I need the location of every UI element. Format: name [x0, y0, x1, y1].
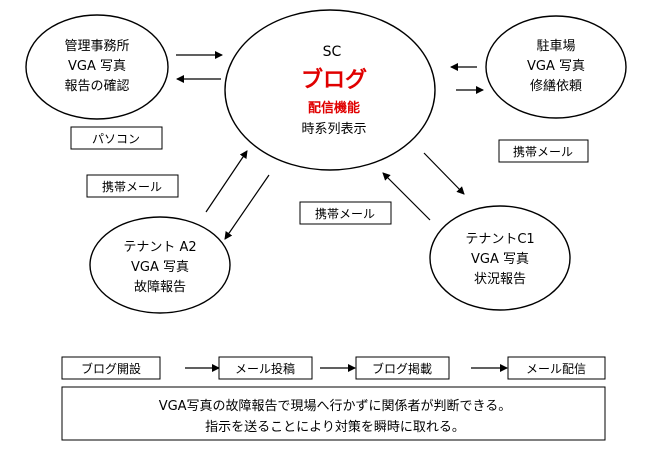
management-line-3: 報告の確認	[64, 78, 129, 94]
parking-line-1: 駐車場	[536, 39, 575, 54]
tenant-c1-ellipse	[429, 205, 571, 311]
arrow-sc-to-a2	[224, 174, 270, 240]
pc-label: パソコン	[92, 132, 140, 146]
arrow-sc-to-c1	[423, 152, 465, 195]
tenant-a2-ellipse	[89, 216, 231, 314]
flow-step-4: メール配信	[526, 362, 586, 376]
mobile-mail-left-label: 携帯メール	[102, 179, 162, 194]
parking-ellipse	[485, 15, 627, 119]
sc-blog-ellipse	[224, 9, 436, 171]
mobile-mail-center-label: 携帯メール	[315, 206, 375, 221]
management-line-2: VGA 写真	[68, 59, 126, 74]
flow-step-1: ブログ開設	[81, 361, 141, 376]
summary-line-1: VGA写真の故障報告で現場へ行かずに関係者が判断できる。	[159, 399, 512, 414]
mobile-mail-right-label: 携帯メール	[513, 144, 573, 159]
arrow-c1-to-sc	[382, 172, 431, 221]
tenant-c1-line-1: テナントC1	[465, 232, 534, 247]
flow-step-4-box	[507, 356, 606, 380]
flow-step-2-box	[218, 356, 313, 380]
parking-line-2: VGA 写真	[527, 59, 585, 74]
summary-box	[61, 386, 606, 441]
feature-text: 配信機能	[308, 100, 360, 116]
management-line-1: 管理事務所	[64, 39, 129, 54]
flow-step-3: ブログ掲載	[372, 361, 432, 376]
flow-step-3-box	[355, 356, 450, 380]
flow-step-1-box	[61, 356, 161, 380]
blog-title: ブログ	[301, 67, 367, 93]
pc-label-box	[70, 126, 163, 150]
display-text: 時系列表示	[301, 122, 366, 137]
tenant-c1-line-3: 状況報告	[474, 272, 526, 287]
tenant-a2-line-2: VGA 写真	[131, 260, 189, 275]
tenant-a2-line-1: テナント A2	[123, 240, 196, 255]
mobile-mail-left-box	[86, 174, 179, 198]
tenant-c1-line-2: VGA 写真	[471, 252, 529, 267]
sc-title: SC	[323, 44, 342, 60]
flow-step-2: メール投稿	[235, 361, 295, 376]
mobile-mail-center-box	[299, 201, 392, 225]
tenant-a2-line-3: 故障報告	[134, 280, 186, 295]
mobile-mail-right-box	[498, 139, 589, 163]
arrow-a2-to-sc	[205, 150, 248, 213]
parking-line-3: 修繕依頼	[530, 78, 582, 94]
management-ellipse	[25, 14, 169, 120]
summary-line-2: 指示を送ることにより対策を瞬時に取れる。	[205, 419, 465, 435]
